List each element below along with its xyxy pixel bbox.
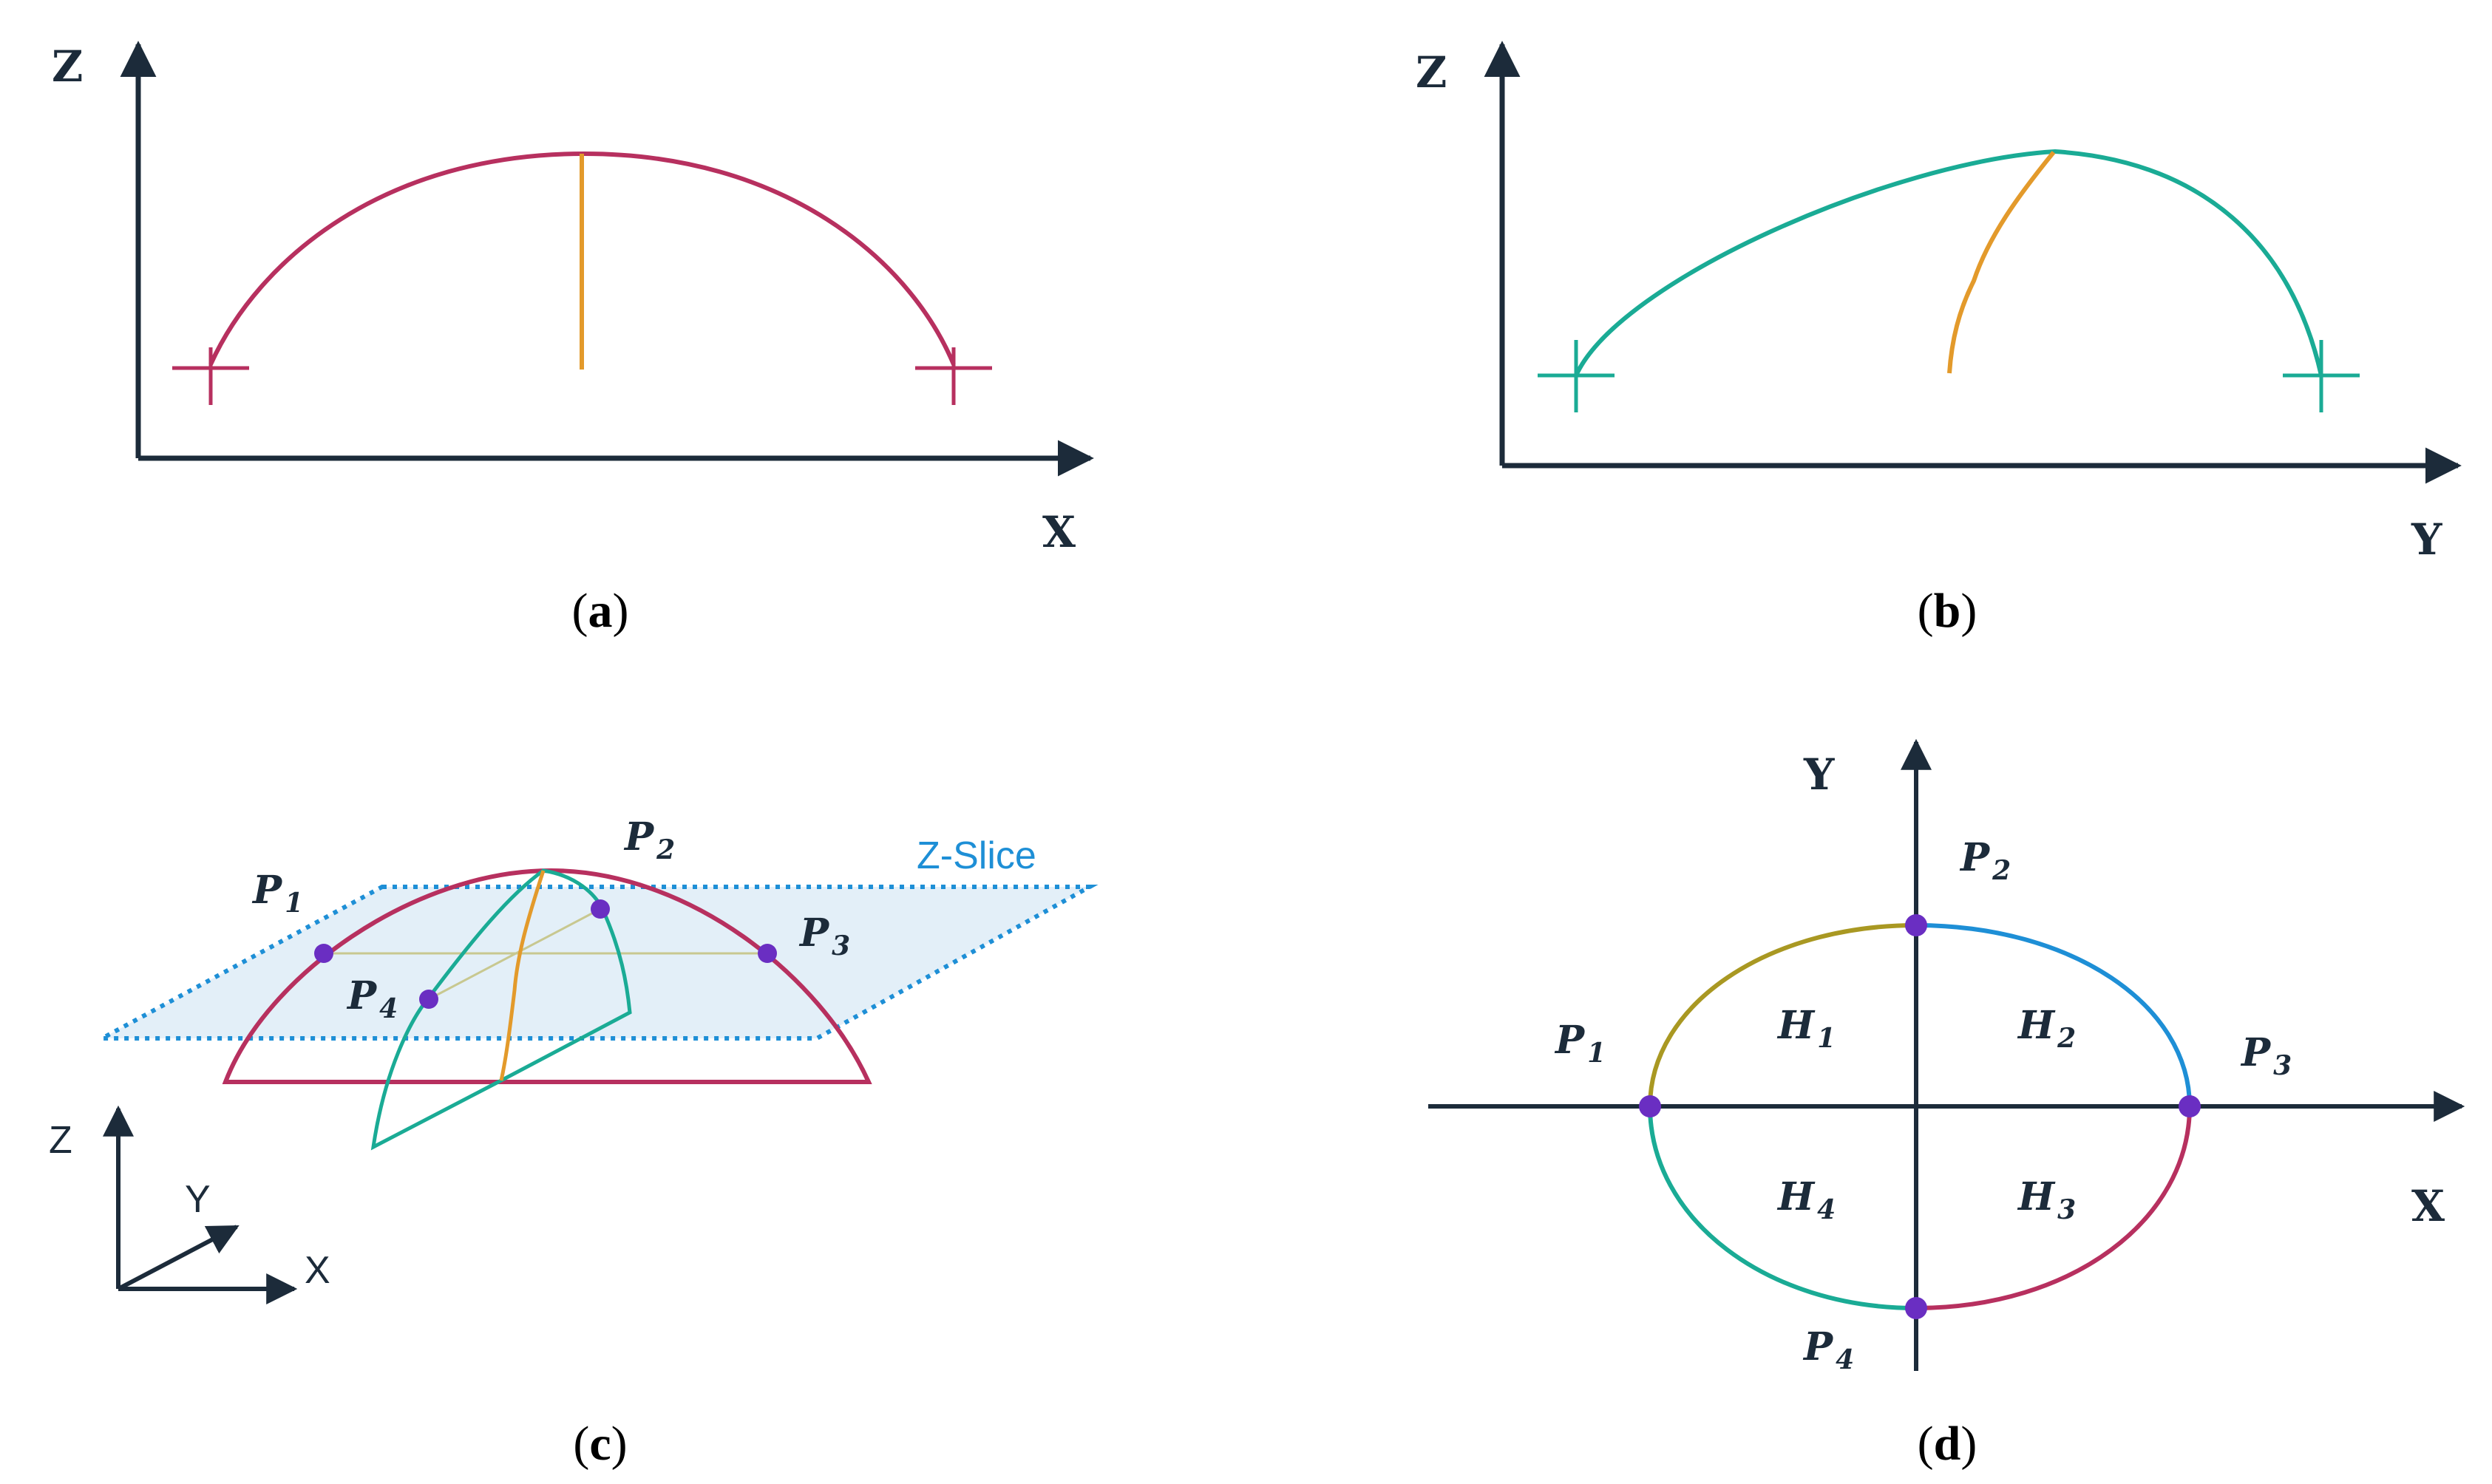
panel-c-slice-label: Z-Slice [917, 834, 1036, 877]
panel-d-point-p3 [2179, 1095, 2201, 1117]
panel-c-inner-curve [499, 870, 546, 1081]
panel-b-label: (b) [1918, 584, 1977, 638]
panel-c-triad-y-label: Y [185, 1178, 211, 1221]
panel-a-right-tick [915, 347, 992, 405]
panel-a-x-axis-label: X [1042, 507, 1076, 557]
panel-d-point-p2 [1905, 914, 1927, 936]
panel-c-triad-z-label: Z [49, 1119, 72, 1162]
panel-d-y-axis-label: Y [1803, 749, 1835, 800]
panel-b-left-tick [1538, 340, 1615, 412]
panel-b-inner-curve [1947, 151, 2056, 374]
panel-c-point-p1 [314, 944, 333, 963]
panel-c-point-p3 [758, 944, 777, 963]
panel-d-arc-h2 [1915, 923, 2192, 1107]
panel-d-arc-h3 [1915, 1106, 2192, 1310]
panel-b: Z Y (b) [1416, 41, 2462, 638]
panel-c-point-p2 [591, 899, 610, 919]
panel-b-z-axis-label: Z [1416, 47, 1447, 98]
panel-d-point-p4 [1905, 1297, 1927, 1319]
panel-d-arc-h4 [1648, 1106, 1917, 1310]
panel-c-label: (c) [573, 1417, 627, 1471]
panel-a-left-tick [172, 347, 249, 405]
panel-d-x-axis-label: X [2411, 1181, 2445, 1231]
panel-b-right-tick [2283, 340, 2360, 412]
panel-a-label: (a) [572, 584, 629, 638]
panel-b-y-axis-label: Y [2411, 514, 2442, 565]
panel-c-z-slice-plane [101, 885, 1099, 1041]
panel-a: Z X (a) [52, 41, 1094, 638]
panel-c-section-curve [370, 868, 632, 1151]
panel-c-point-p4 [419, 990, 438, 1009]
panel-d-arc-h1 [1648, 923, 1917, 1107]
panel-c-slice-chord-d [428, 908, 601, 1001]
panel-c-triad-x-label: X [305, 1249, 330, 1292]
panel-c-triad-y-axis [117, 1225, 240, 1291]
panel-a-z-axis-label: Z [52, 41, 83, 92]
panel-d-label: (d) [1918, 1417, 1977, 1471]
panel-d-point-p1 [1639, 1095, 1661, 1117]
panel-b-asymmetric-curve [1574, 149, 2323, 377]
